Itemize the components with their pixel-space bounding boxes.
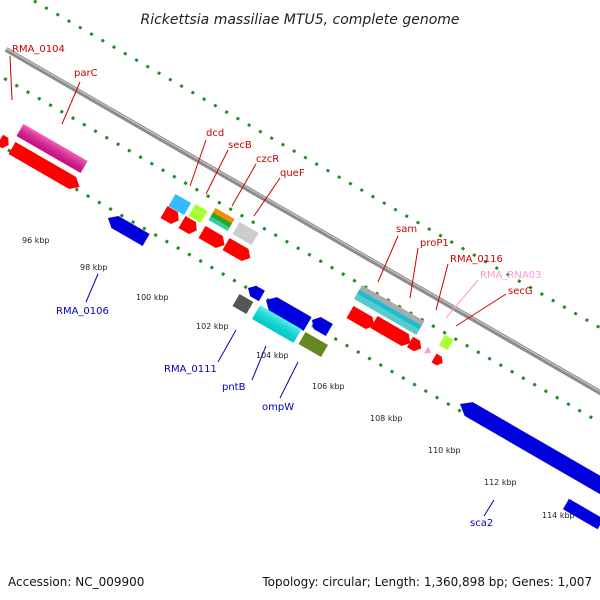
tick-102kbp: 102 kbp [196, 322, 229, 331]
gene-arrow[interactable] [160, 205, 183, 227]
label-dcd[interactable]: dcd [206, 128, 224, 139]
gene-quef[interactable] [232, 221, 259, 246]
gene-prop1[interactable] [370, 315, 414, 349]
tick-106kbp: 106 kbp [312, 382, 345, 391]
label-rmarna03[interactable]: RMA_RNA03 [480, 270, 541, 281]
gene-arrow[interactable] [431, 353, 446, 368]
gene-arrow[interactable] [222, 237, 254, 264]
backbone-group [4, 47, 600, 432]
leader-lines [9, 55, 507, 517]
gene-rma0111[interactable] [262, 293, 312, 331]
gene-rma0106[interactable] [105, 212, 150, 247]
label-rma0116[interactable]: RMA_0116 [450, 254, 503, 265]
genome-summary-text: Topology: circular; Length: 1,360,898 bp… [261, 575, 592, 589]
label-secb[interactable]: secB [228, 140, 252, 151]
gene-sam[interactable] [354, 293, 420, 335]
genome-backbone [4, 47, 600, 432]
tick-108kbp: 108 kbp [370, 414, 403, 423]
gene-arrow[interactable] [232, 293, 254, 315]
gene-secg[interactable] [439, 334, 454, 351]
backbone-highlight [6, 48, 600, 429]
gene-secb[interactable] [188, 203, 208, 224]
gene-arrow[interactable] [563, 498, 600, 530]
gene-arrow[interactable] [8, 141, 84, 193]
gene-arrow[interactable] [0, 134, 12, 150]
gene-rmarna03[interactable] [424, 346, 433, 357]
label-rma0106[interactable]: RMA_0106 [56, 306, 109, 317]
inner-tick-track [0, 70, 600, 454]
tick-96kbp: 96 kbp [22, 236, 50, 245]
gene-arrow[interactable] [309, 314, 333, 337]
feature-layer [0, 123, 600, 530]
label-pntb[interactable]: pntB [222, 382, 246, 393]
gene-arrow[interactable] [178, 215, 201, 237]
tick-110kbp: 110 kbp [428, 446, 461, 455]
label-prop1[interactable]: proP1 [420, 238, 449, 249]
label-sam[interactable]: sam [396, 224, 417, 235]
gene-dcd[interactable] [168, 193, 192, 216]
tick-104kbp: 104 kbp [256, 351, 289, 360]
map-title: Rickettsia massiliae MTU5, complete geno… [140, 12, 459, 28]
tick-98kbp: 98 kbp [80, 263, 108, 272]
gene-label-layer: RMA_0104 parC dcd secB czcR queF sam pro… [12, 44, 541, 529]
gene-sca2[interactable] [456, 397, 600, 501]
label-rma0104[interactable]: RMA_0104 [12, 44, 65, 55]
label-sca2[interactable]: sca2 [470, 518, 493, 529]
gene-arrow[interactable] [245, 283, 265, 302]
label-parc[interactable]: parC [74, 68, 98, 79]
tick-100kbp: 100 kbp [136, 293, 169, 302]
accession-text: Accession: NC_009900 [8, 575, 144, 589]
gene-ompw[interactable] [298, 331, 329, 358]
tick-112kbp: 112 kbp [484, 478, 517, 487]
label-ompw[interactable]: ompW [262, 402, 294, 413]
label-rma0111[interactable]: RMA_0111 [164, 364, 217, 375]
label-quef[interactable]: queF [280, 168, 305, 179]
tick-114kbp: 114 kbp [542, 511, 575, 520]
label-czcr[interactable]: czcR [256, 154, 279, 165]
label-secg[interactable]: secG [508, 286, 533, 297]
outer-tick-track [33, 0, 600, 383]
gene-arrow[interactable] [346, 305, 378, 332]
gene-arrow[interactable] [198, 225, 229, 251]
gene-rma0116[interactable] [407, 336, 424, 354]
position-ticks: 96 kbp 98 kbp 100 kbp 102 kbp 104 kbp 10… [22, 236, 575, 520]
